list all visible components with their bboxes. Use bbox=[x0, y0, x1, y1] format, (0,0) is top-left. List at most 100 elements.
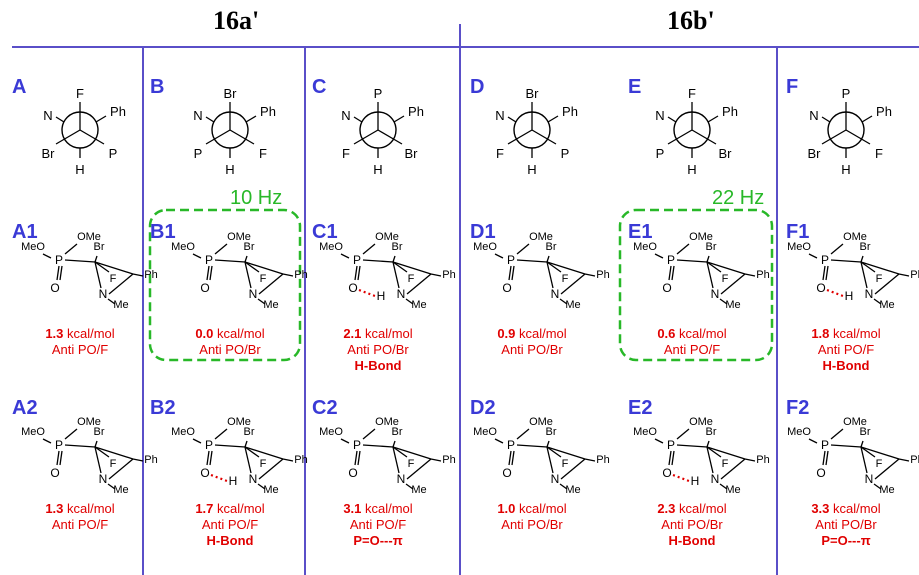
bond bbox=[244, 255, 248, 263]
newman-bl-atom: F bbox=[496, 146, 504, 161]
atom-ph: Ph bbox=[910, 269, 919, 281]
bond bbox=[546, 255, 550, 263]
coupling-e1: 22 Hz bbox=[712, 187, 765, 209]
newman-br-atom: F bbox=[259, 146, 267, 161]
bond bbox=[209, 450, 213, 466]
bond bbox=[430, 458, 442, 462]
atom-ome: OMe bbox=[529, 231, 553, 243]
newman-bond bbox=[507, 129, 533, 145]
atom-meo: MeO bbox=[473, 241, 497, 253]
atom-p: P bbox=[507, 253, 515, 267]
b1-highlight-box bbox=[148, 208, 302, 362]
bond bbox=[214, 243, 228, 255]
atom-n: N bbox=[551, 472, 560, 486]
atom-p: P bbox=[507, 438, 515, 452]
h-bond-dots bbox=[210, 473, 228, 483]
bond bbox=[64, 428, 78, 440]
bond bbox=[676, 444, 708, 448]
atom-n: N bbox=[249, 472, 258, 486]
bond bbox=[654, 438, 664, 444]
bond bbox=[744, 273, 756, 277]
newman-bond bbox=[691, 129, 717, 145]
energy-value: 3.3 bbox=[811, 501, 830, 516]
energy-unit: kcal/mol bbox=[829, 501, 881, 516]
bond bbox=[107, 483, 116, 490]
newman-bond bbox=[531, 129, 557, 145]
newman-bond bbox=[353, 129, 379, 145]
bond bbox=[825, 450, 829, 466]
energy-value: 1.3 bbox=[45, 501, 64, 516]
newman-br-atom: P bbox=[109, 146, 118, 161]
bond bbox=[392, 261, 408, 273]
bond bbox=[392, 446, 400, 474]
bond bbox=[706, 446, 722, 458]
newman-bottom-atom: H bbox=[75, 162, 84, 177]
bond bbox=[825, 265, 829, 281]
newman-bond bbox=[55, 129, 81, 145]
newman-bond bbox=[393, 115, 405, 123]
bond bbox=[206, 265, 210, 281]
bond bbox=[405, 483, 414, 490]
newman-bond bbox=[95, 115, 107, 123]
newman-bond bbox=[229, 129, 255, 145]
newman-bottom-atom: H bbox=[687, 162, 696, 177]
bond bbox=[830, 428, 844, 440]
newman-tr-atom: Ph bbox=[260, 104, 276, 119]
anti-label: Anti PO/Br bbox=[501, 517, 563, 532]
newman-br-atom: Br bbox=[405, 146, 419, 161]
bond bbox=[873, 298, 882, 305]
atom-n: N bbox=[865, 287, 874, 301]
bond bbox=[56, 265, 60, 281]
atom-f: F bbox=[408, 273, 415, 285]
newman-tr-atom: Ph bbox=[110, 104, 126, 119]
newman-top-atom: F bbox=[76, 86, 84, 101]
atom-ome: OMe bbox=[227, 231, 251, 243]
bond bbox=[560, 458, 586, 480]
bond bbox=[668, 265, 672, 281]
atom-p: P bbox=[55, 253, 63, 267]
bond bbox=[860, 446, 876, 458]
bond bbox=[42, 438, 52, 444]
atom-ome: OMe bbox=[689, 416, 713, 428]
atom-f: F bbox=[562, 458, 569, 470]
bond bbox=[258, 458, 284, 480]
atom-p: P bbox=[821, 253, 829, 267]
atom-f: F bbox=[260, 458, 267, 470]
bond bbox=[132, 273, 144, 277]
header-16b: 16b' bbox=[667, 6, 715, 35]
atom-br: Br bbox=[244, 426, 255, 438]
atom-o: O bbox=[348, 466, 357, 480]
atom-meo: MeO bbox=[319, 426, 343, 438]
h-bond-dots bbox=[358, 288, 376, 298]
atom-f: F bbox=[722, 458, 729, 470]
bond bbox=[244, 446, 260, 458]
bond bbox=[406, 273, 432, 295]
atom-me: Me bbox=[113, 484, 128, 496]
energy-value: 1.8 bbox=[811, 326, 830, 341]
newman-bottom-atom: H bbox=[373, 162, 382, 177]
newman-top-atom: Br bbox=[526, 86, 540, 101]
atom-br: Br bbox=[546, 426, 557, 438]
atom-meo: MeO bbox=[21, 241, 45, 253]
bond bbox=[392, 261, 432, 275]
anti-label: Anti PO/Br bbox=[199, 342, 261, 357]
energy-value: 1.3 bbox=[45, 326, 64, 341]
bond bbox=[516, 428, 530, 440]
atom-f: F bbox=[722, 273, 729, 285]
atom-ph: Ph bbox=[756, 269, 769, 281]
energy-value: 3.1 bbox=[343, 501, 362, 516]
atom-meo: MeO bbox=[633, 426, 657, 438]
bond bbox=[357, 265, 361, 281]
coupling-b1: 10 Hz bbox=[230, 187, 283, 209]
atom-o: O bbox=[502, 281, 511, 295]
conformer-label-e1: E1 bbox=[628, 221, 653, 243]
bond bbox=[42, 253, 52, 259]
newman-bond bbox=[707, 115, 719, 123]
atom-ome: OMe bbox=[375, 231, 399, 243]
conformer-label-e2: E2 bbox=[628, 397, 653, 419]
interaction-label: H-Bond bbox=[354, 358, 402, 373]
column-label-f: F bbox=[786, 76, 799, 98]
